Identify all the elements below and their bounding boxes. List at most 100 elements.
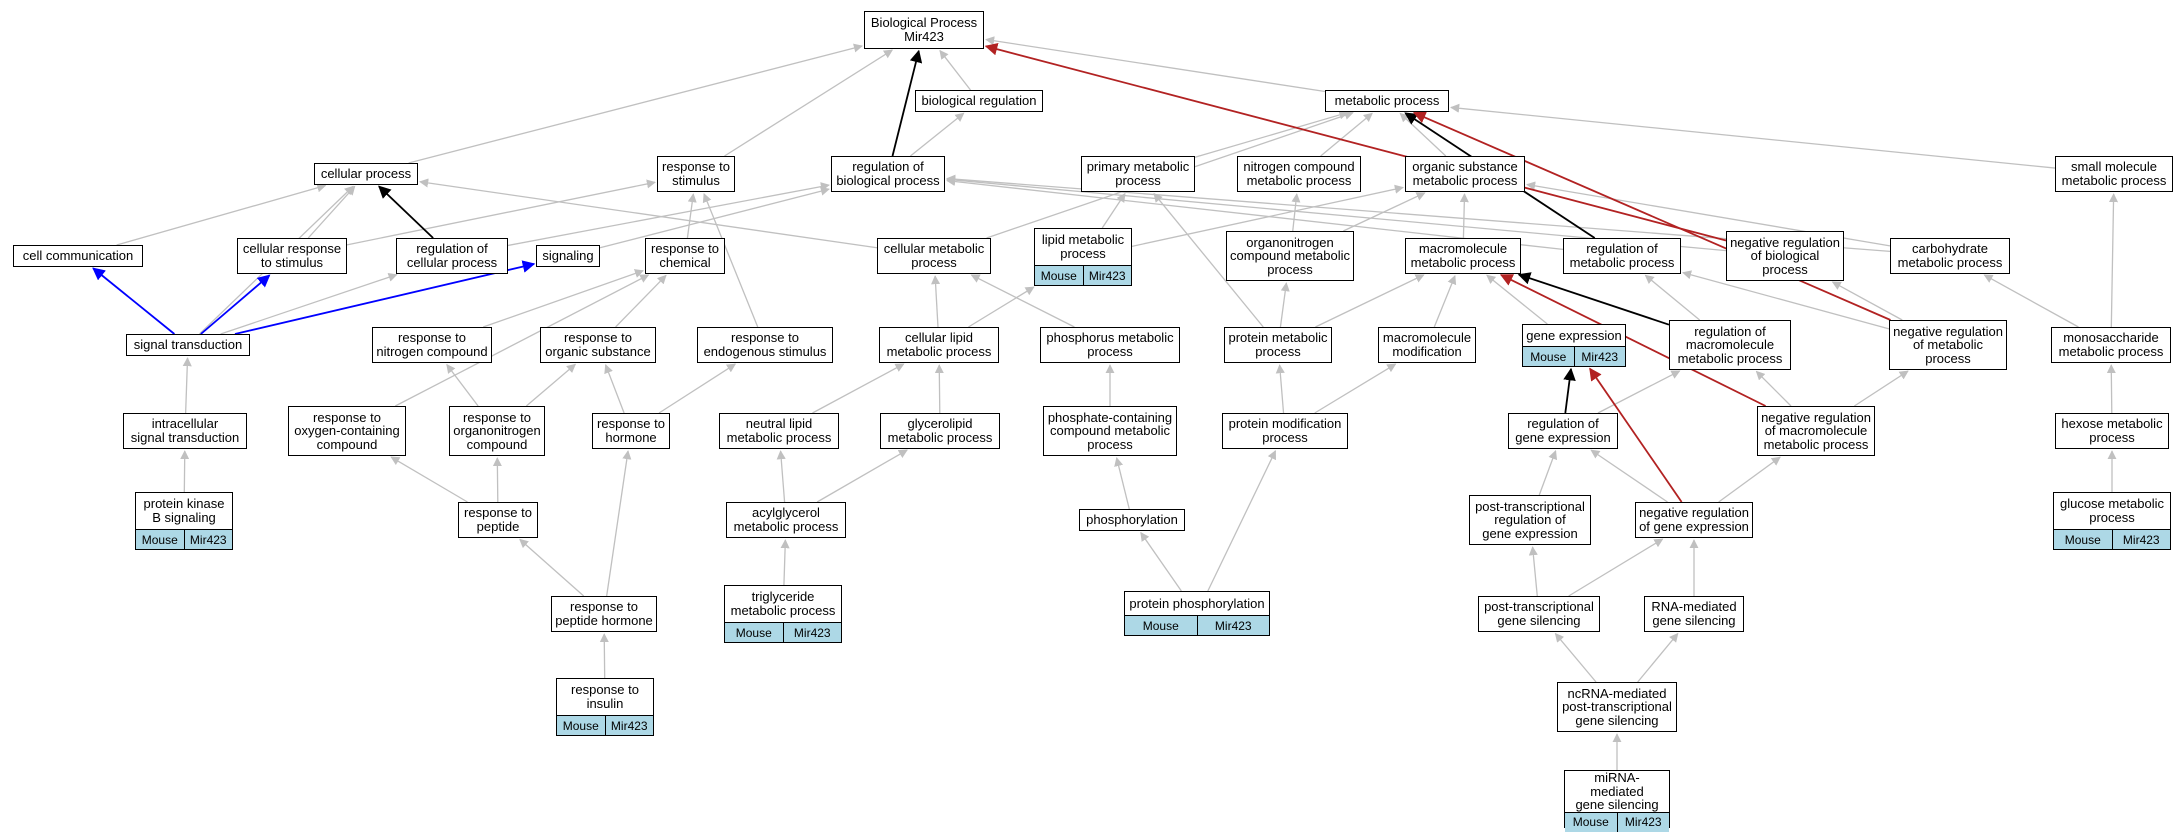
node-cellular-lipid-metabolic-process[interactable]: cellular lipid metabolic process xyxy=(879,327,999,363)
node-cellular-response-to-stimulus[interactable]: cellular response to stimulus xyxy=(237,238,347,274)
node-label: ncRNA-mediated post-transcriptional gene… xyxy=(1562,685,1672,728)
node-response-to-stimulus[interactable]: response to stimulus xyxy=(657,156,735,192)
edge-response-to-organic-substance-to-response-to-chemical xyxy=(615,274,667,328)
node-macromolecule-modification[interactable]: macromolecule modification xyxy=(1378,327,1476,363)
node-response-to-hormone[interactable]: response to hormone xyxy=(592,413,670,449)
gene-tag: Mir423 xyxy=(2111,530,2170,549)
node-phosphorus-metabolic-process[interactable]: phosphorus metabolic process xyxy=(1040,327,1180,363)
node-phosphorylation[interactable]: phosphorylation xyxy=(1079,509,1185,531)
node-rna-mediated-gene-silencing[interactable]: RNA-mediated gene silencing xyxy=(1644,596,1744,632)
edge-primary-metabolic-process-to-metabolic-process xyxy=(1194,110,1349,158)
node-regulation-of-cellular-process[interactable]: regulation of cellular process xyxy=(396,238,508,274)
gene-tag: Mir423 xyxy=(782,623,841,642)
node-label: response to endogenous stimulus xyxy=(703,330,827,359)
node-response-to-nitrogen-compound[interactable]: response to nitrogen compound xyxy=(372,327,492,363)
node-label: small molecule metabolic process xyxy=(2061,159,2167,188)
node-neutral-lipid-metabolic-process[interactable]: neutral lipid metabolic process xyxy=(719,413,839,449)
node-regulation-of-macromolecule-metabolic-process[interactable]: regulation of macromolecule metabolic pr… xyxy=(1669,320,1791,370)
node-post-transcriptional-regulation-of-gene-expression[interactable]: post-transcriptional regulation of gene … xyxy=(1469,495,1591,545)
edge-negative-regulation-of-macromolecule-metabolic-process-to-negative-regulation-of-metabolic-process xyxy=(1854,370,1909,407)
edge-response-to-chemical-to-response-to-stimulus xyxy=(686,193,697,239)
node-label: response to organonitrogen compound xyxy=(453,409,541,452)
node-biological-process-root[interactable]: Biological Process Mir423 xyxy=(864,11,984,49)
node-response-to-oxygen-containing-compound[interactable]: response to oxygen-containing compound xyxy=(288,406,406,456)
node-glycerolipid-metabolic-process[interactable]: glycerolipid metabolic process xyxy=(880,413,1000,449)
edge-cellular-lipid-metabolic-process-to-lipid-metabolic-process xyxy=(968,286,1035,328)
node-response-to-chemical[interactable]: response to chemical xyxy=(645,238,725,274)
node-regulation-of-metabolic-process[interactable]: regulation of metabolic process xyxy=(1563,238,1681,274)
edge-post-transcriptional-regulation-of-gene-expression-to-regulation-of-gene-expression xyxy=(1538,450,1558,496)
node-small-molecule-metabolic-process[interactable]: small molecule metabolic process xyxy=(2055,156,2173,192)
node-protein-modification-process[interactable]: protein modification process xyxy=(1222,413,1348,449)
edge-signal-transduction-to-cellular-response-to-stimulus xyxy=(200,274,271,335)
node-negative-regulation-of-macromolecule-metabolic-process[interactable]: negative regulation of macromolecule met… xyxy=(1757,406,1875,456)
node-label: response to chemical xyxy=(651,241,719,270)
edge-response-to-nitrogen-compound-to-response-to-chemical xyxy=(482,269,644,328)
node-hexose-metabolic-process[interactable]: hexose metabolic process xyxy=(2055,413,2169,449)
node-label: triglyceride metabolic process xyxy=(730,589,836,618)
gene-tag: Mir423 xyxy=(1196,616,1269,635)
node-macromolecule-metabolic-process[interactable]: macromolecule metabolic process xyxy=(1405,238,1521,274)
node-response-to-peptide[interactable]: response to peptide xyxy=(458,502,538,538)
node-signal-transduction[interactable]: signal transduction xyxy=(126,334,250,356)
node-label: response to hormone xyxy=(597,416,665,445)
node-protein-metabolic-process[interactable]: protein metabolic process xyxy=(1224,327,1332,363)
node-nitrogen-compound-metabolic-process[interactable]: nitrogen compound metabolic process xyxy=(1237,156,1361,192)
edge-negative-regulation-of-macromolecule-metabolic-process-to-regulation-of-macromolecule-metabolic-process xyxy=(1755,370,1792,407)
edge-response-to-stimulus-to-bp-root xyxy=(724,49,893,157)
node-organonitrogen-compound-metabolic-process[interactable]: organonitrogen compound metabolic proces… xyxy=(1226,231,1354,281)
node-biological-regulation[interactable]: biological regulation xyxy=(915,90,1043,112)
node-cellular-metabolic-process[interactable]: cellular metabolic process xyxy=(877,238,991,274)
edge-regulation-of-biological-process-to-bp-root xyxy=(891,49,923,157)
node-label: monosaccharide metabolic process xyxy=(2058,330,2164,359)
node-cell-communication[interactable]: cell communication xyxy=(13,245,143,267)
gene-tag: Mir423 xyxy=(1082,266,1131,285)
node-negative-regulation-of-metabolic-process[interactable]: negative regulation of metabolic process xyxy=(1889,320,2007,370)
node-negative-regulation-of-biological-process[interactable]: negative regulation of biological proces… xyxy=(1726,231,1844,281)
node-negative-regulation-of-gene-expression[interactable]: negative regulation of gene expression xyxy=(1635,502,1753,538)
species-tag: Mouse xyxy=(1125,616,1197,635)
edge-response-to-hormone-to-response-to-organic-substance xyxy=(604,364,625,414)
node-signaling[interactable]: signaling xyxy=(536,245,600,267)
node-post-transcriptional-gene-silencing[interactable]: post-transcriptional gene silencing xyxy=(1478,596,1600,632)
node-phosphate-containing-compound-metabolic-process[interactable]: phosphate-containing compound metabolic … xyxy=(1043,406,1177,456)
node-primary-metabolic-process[interactable]: primary metabolic process xyxy=(1081,156,1195,192)
node-response-to-organic-substance[interactable]: response to organic substance xyxy=(540,327,656,363)
node-regulation-of-biological-process[interactable]: regulation of biological process xyxy=(831,156,945,192)
species-tag: Mouse xyxy=(1035,266,1083,285)
edge-protein-modification-process-to-macromolecule-modification xyxy=(1314,363,1397,414)
node-ncrna-mediated-post-transcriptional-gene-silencing[interactable]: ncRNA-mediated post-transcriptional gene… xyxy=(1557,682,1677,732)
species-tag: Mouse xyxy=(2054,530,2112,549)
node-label: glycerolipid metabolic process xyxy=(887,416,993,445)
node-cellular-process[interactable]: cellular process xyxy=(314,163,418,185)
node-intracellular-signal-transduction[interactable]: intracellular signal transduction xyxy=(123,413,247,449)
node-response-to-endogenous-stimulus[interactable]: response to endogenous stimulus xyxy=(697,327,833,363)
node-metabolic-process[interactable]: metabolic process xyxy=(1325,90,1449,112)
edge-ncrna-mediated-post-transcriptional-gene-silencing-to-post-transcriptional-gene-silencing xyxy=(1554,632,1597,683)
node-label: protein metabolic process xyxy=(1228,330,1328,359)
node-response-to-organonitrogen-compound[interactable]: response to organonitrogen compound xyxy=(449,406,545,456)
gene-tag: Mir423 xyxy=(183,530,232,549)
node-acylglycerol-metabolic-process[interactable]: acylglycerol metabolic process xyxy=(726,502,846,538)
node-organic-substance-metabolic-process[interactable]: organic substance metabolic process xyxy=(1405,156,1525,192)
node-monosaccharide-metabolic-process[interactable]: monosaccharide metabolic process xyxy=(2051,327,2171,363)
edge-response-to-endogenous-stimulus-to-response-to-stimulus xyxy=(702,193,759,328)
edge-regulation-of-gene-expression-to-gene-expression xyxy=(1563,367,1576,414)
edge-cellular-lipid-metabolic-process-to-cellular-metabolic-process xyxy=(931,275,941,328)
edge-signal-transduction-to-regulation-of-cellular-process xyxy=(220,272,398,335)
node-carbohydrate-metabolic-process[interactable]: carbohydrate metabolic process xyxy=(1890,238,2010,274)
edge-response-to-hormone-to-response-to-endogenous-stimulus xyxy=(658,363,737,414)
node-response-to-peptide-hormone[interactable]: response to peptide hormone xyxy=(551,596,657,632)
node-regulation-of-gene-expression[interactable]: regulation of gene expression xyxy=(1508,413,1618,449)
